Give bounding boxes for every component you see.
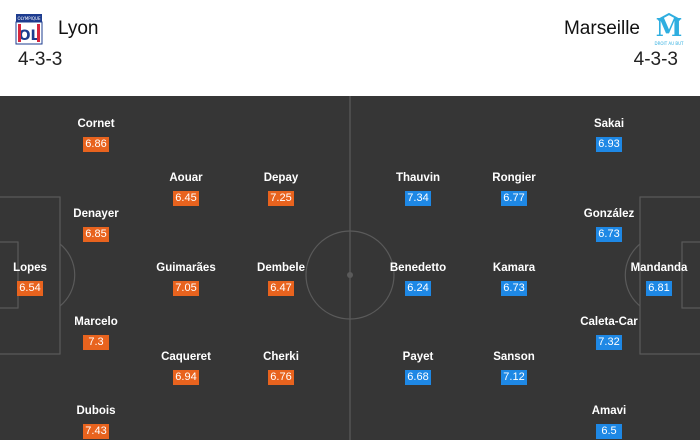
player-name: Marcelo: [74, 316, 118, 328]
player-rating: 7.3: [83, 335, 109, 350]
player-rating: 6.45: [173, 191, 199, 206]
away-player[interactable]: Thauvin 7.34: [378, 172, 458, 212]
home-player[interactable]: Denayer 6.85: [56, 208, 136, 248]
marseille-crest-icon: M DROIT AU BUT: [652, 12, 686, 46]
pitch-markings: [0, 96, 700, 440]
player-name: Thauvin: [395, 172, 441, 184]
player-rating: 6.24: [405, 281, 431, 296]
away-team-name[interactable]: Marseille: [563, 18, 640, 39]
home-player[interactable]: Marcelo 7.3: [56, 316, 136, 356]
player-name: Aouar: [169, 172, 203, 184]
player-name: Benedetto: [389, 262, 447, 274]
player-rating: 7.05: [173, 281, 199, 296]
away-player[interactable]: Payet 6.68: [378, 351, 458, 391]
player-rating: 6.73: [596, 227, 622, 242]
pitch: Cornet 6.86 Aouar 6.45 Depay 7.25 Denaye…: [0, 96, 700, 440]
player-rating: 6.73: [501, 281, 527, 296]
player-rating: 6.86: [83, 137, 109, 152]
player-rating: 7.12: [501, 370, 527, 385]
svg-text:DROIT AU BUT: DROIT AU BUT: [655, 41, 685, 46]
away-player[interactable]: Caleta-Car 7.32: [569, 316, 649, 356]
player-rating: 6.93: [596, 137, 622, 152]
player-name: Cherki: [263, 351, 299, 363]
player-name: Lopes: [13, 262, 47, 274]
home-team-name[interactable]: Lyon: [58, 18, 99, 39]
away-player[interactable]: Benedetto 6.24: [378, 262, 458, 302]
player-rating: 6.47: [268, 281, 294, 296]
player-rating: 7.25: [268, 191, 294, 206]
player-name: Dembele: [257, 262, 305, 274]
player-rating: 7.34: [405, 191, 431, 206]
home-player[interactable]: Guimarães 7.05: [146, 262, 226, 302]
home-formation: 4-3-3: [18, 49, 63, 70]
home-player[interactable]: Cherki 6.76: [241, 351, 321, 391]
home-player[interactable]: Cornet 6.86: [56, 118, 136, 158]
player-name: Sanson: [493, 351, 535, 363]
player-name: Guimarães: [156, 262, 216, 274]
lyon-crest-icon: OLYMPIQUE OL: [14, 14, 44, 46]
player-name: Amavi: [591, 405, 627, 417]
player-name: Rongier: [492, 172, 536, 184]
player-rating: 6.68: [405, 370, 431, 385]
player-rating: 6.5: [596, 424, 622, 439]
player-rating: 6.81: [646, 281, 672, 296]
away-player[interactable]: Sakai 6.93: [569, 118, 649, 158]
away-goalkeeper[interactable]: Mandanda 6.81: [619, 262, 699, 302]
player-rating: 6.94: [173, 370, 199, 385]
away-player[interactable]: Amavi 6.5: [569, 405, 649, 440]
match-header: OLYMPIQUE OL Lyon 4-3-3 Marseille M DROI…: [0, 0, 700, 96]
home-player[interactable]: Dembele 6.47: [241, 262, 321, 302]
player-name: Mandanda: [630, 262, 688, 274]
player-rating: 6.76: [268, 370, 294, 385]
player-name: Depay: [263, 172, 299, 184]
player-rating: 6.77: [501, 191, 527, 206]
player-name: Payet: [402, 351, 434, 363]
home-player[interactable]: Depay 7.25: [241, 172, 321, 212]
player-name: González: [583, 208, 635, 220]
home-player[interactable]: Aouar 6.45: [146, 172, 226, 212]
player-name: Denayer: [73, 208, 119, 220]
player-name: Dubois: [76, 405, 116, 417]
player-rating: 7.43: [83, 424, 109, 439]
away-player[interactable]: Sanson 7.12: [474, 351, 554, 391]
player-rating: 6.85: [83, 227, 109, 242]
player-rating: 6.54: [17, 281, 43, 296]
away-player[interactable]: González 6.73: [569, 208, 649, 248]
player-name: Sakai: [593, 118, 625, 130]
player-name: Kamara: [492, 262, 536, 274]
player-rating: 7.32: [596, 335, 622, 350]
home-goalkeeper[interactable]: Lopes 6.54: [0, 262, 70, 302]
away-player[interactable]: Kamara 6.73: [474, 262, 554, 302]
svg-text:M: M: [656, 13, 683, 42]
home-player[interactable]: Dubois 7.43: [56, 405, 136, 440]
away-player[interactable]: Rongier 6.77: [474, 172, 554, 212]
player-name: Caleta-Car: [580, 316, 638, 328]
home-player[interactable]: Caqueret 6.94: [146, 351, 226, 391]
away-formation: 4-3-3: [633, 49, 678, 70]
player-name: Caqueret: [161, 351, 211, 363]
svg-text:OL: OL: [19, 28, 40, 44]
svg-text:OLYMPIQUE: OLYMPIQUE: [18, 16, 41, 21]
player-name: Cornet: [77, 118, 115, 130]
